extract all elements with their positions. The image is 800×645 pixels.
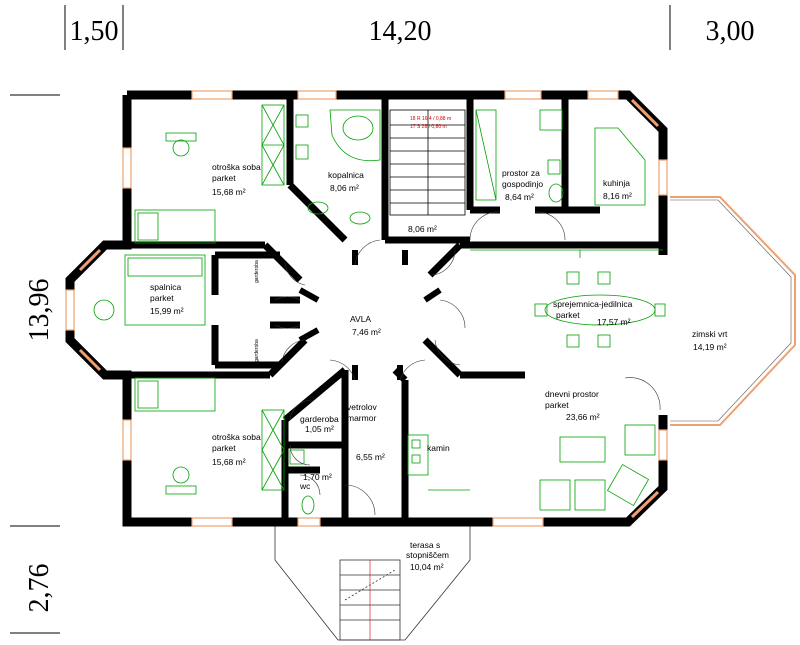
room-kopalnica: kopalnica 8,06 m² — [328, 170, 364, 193]
dim-top-middle: 14,20 — [369, 16, 432, 47]
room-name: AVLA — [350, 314, 371, 324]
room-area: 15,68 m² — [212, 187, 246, 197]
room-terasa: terasa s stopniščem 10,04 m² — [406, 540, 449, 572]
room-sprejemnica: sprejemnica-jedilnica parket 17,57 m² — [553, 299, 633, 327]
room-floor: parket — [545, 400, 569, 410]
room-kamin: kamin — [427, 443, 450, 453]
room-area: 8,16 m² — [603, 191, 632, 201]
room-floor: marmor — [347, 413, 376, 423]
avla-walls — [298, 250, 442, 380]
terrace-outline — [274, 525, 471, 641]
dimension-lines — [10, 5, 671, 634]
room-floor: parket — [212, 173, 236, 183]
furniture — [93, 104, 666, 515]
room-area: 8,06 m² — [408, 224, 437, 234]
dim-top-left: 1,50 — [70, 16, 119, 47]
room-floor: parket — [150, 293, 174, 303]
stair-note-2: 17 S 28 / 0,80 m — [410, 124, 447, 130]
room-area: 1,05 m² — [305, 424, 334, 434]
closet-label-upper: garderoba — [254, 260, 260, 283]
door-swings — [274, 211, 661, 516]
room-name: wc — [299, 481, 311, 491]
room-dnevni: dnevni prostor parket 23,66 m² — [545, 389, 600, 422]
room-name: kopalnica — [328, 170, 364, 180]
dim-left-bottom: 2,76 — [24, 564, 55, 613]
room-wc: 1,70 m² wc — [299, 472, 332, 491]
room-name: otroška soba — [212, 432, 261, 442]
room-area: 10,04 m² — [410, 562, 444, 572]
interior-walls — [127, 95, 663, 522]
room-area: 15,68 m² — [212, 457, 246, 467]
room-name: terasa s — [410, 540, 440, 550]
room-area: 17,57 m² — [597, 317, 631, 327]
room-name: prostor za — [502, 168, 540, 178]
room-name: spalnica — [150, 282, 181, 292]
room-kuhinja: kuhinja 8,16 m² — [603, 178, 632, 201]
room-floor: parket — [556, 310, 580, 320]
room-name: dnevni prostor — [545, 389, 599, 399]
room-avla: AVLA 7,46 m² — [350, 314, 381, 337]
room-name-2: stopniščem — [406, 550, 449, 560]
room-prostor: prostor za gospodinjo 8,64 m² — [502, 168, 543, 202]
room-area: 8,64 m² — [505, 192, 534, 202]
room-area: 8,06 m² — [330, 183, 359, 193]
terrace-stairs — [339, 559, 401, 641]
room-name: vetrolov — [347, 402, 378, 412]
room-area: 7,46 m² — [352, 327, 381, 337]
room-name: otroška soba — [212, 162, 261, 172]
room-name: sprejemnica-jedilnica — [553, 299, 633, 309]
room-area: 1,70 m² — [303, 472, 332, 482]
room-zimski: zimski vrt 14,19 m² — [692, 329, 728, 352]
dim-left-main: 13,96 — [24, 279, 55, 342]
room-area: 15,99 m² — [150, 306, 184, 316]
room-otroska-bottom: otroška soba parket 15,68 m² — [212, 432, 261, 467]
winter-garden-inner — [670, 199, 792, 422]
room-otroska-top: otroška soba parket 15,68 m² — [212, 162, 261, 197]
room-garderoba: garderoba 1,05 m² — [300, 414, 339, 434]
room-name-2: gospodinjo — [502, 179, 543, 189]
winter-garden — [670, 196, 796, 426]
room-name: garderoba — [300, 414, 339, 424]
main-stair — [389, 109, 466, 216]
stair-note-1: 18 R 16,4 / 0,88 m — [410, 116, 451, 122]
angled-windows — [78, 98, 660, 519]
room-floor: parket — [212, 443, 236, 453]
dim-top-right: 3,00 — [706, 16, 755, 47]
windows — [65, 90, 668, 527]
closet-label-lower: garderoba — [254, 339, 260, 362]
room-vetrolov: vetrolov marmor 6,55 m² — [347, 402, 385, 462]
room-area: 14,19 m² — [693, 342, 727, 352]
room-spalnica: spalnica parket 15,99 m² — [150, 282, 184, 316]
room-area: 6,55 m² — [356, 452, 385, 462]
room-stair: 8,06 m² — [408, 224, 437, 234]
room-name: zimski vrt — [692, 329, 728, 339]
room-name: kuhinja — [603, 178, 630, 188]
room-area: 23,66 m² — [566, 412, 600, 422]
